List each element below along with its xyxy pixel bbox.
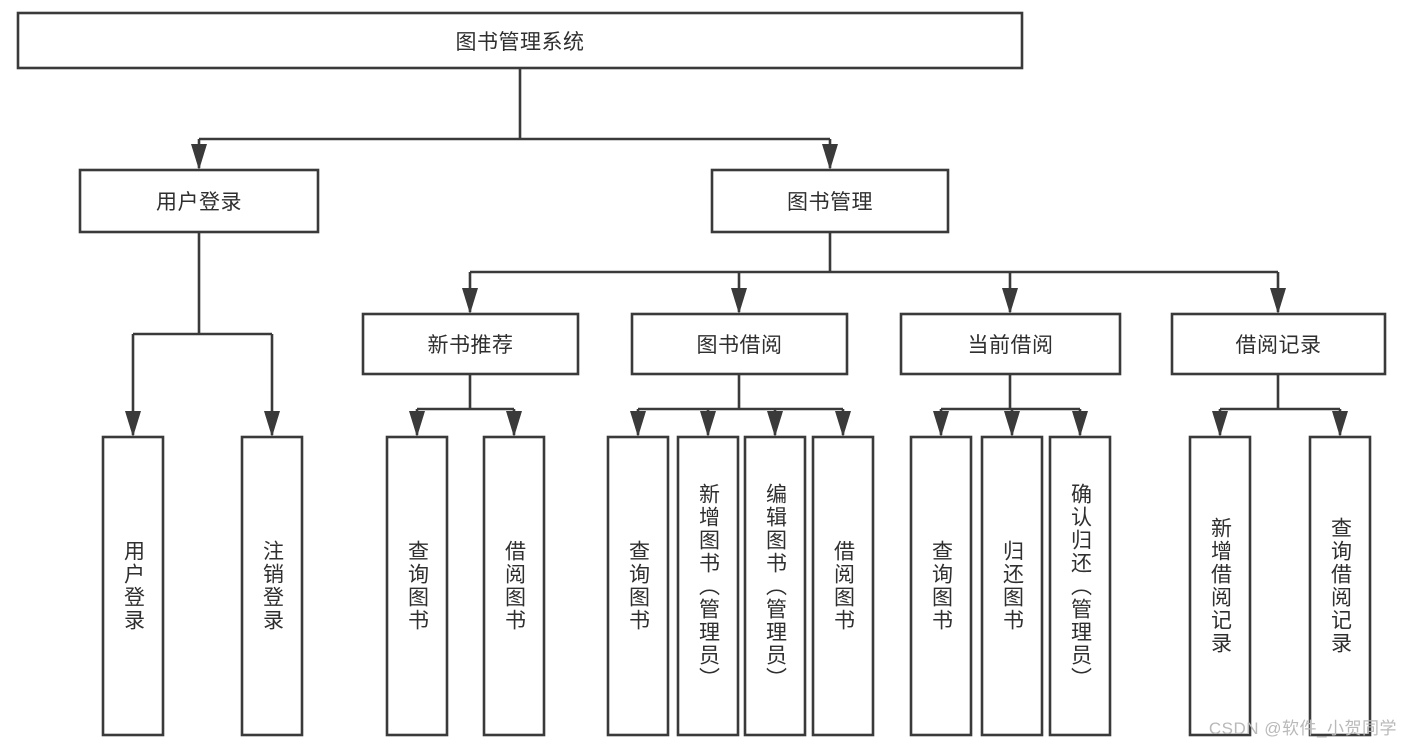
arrow-head-icon [125,411,141,437]
arrow-head-icon [264,411,280,437]
root-node-box-0[interactable] [16,11,1024,70]
leaf-node-box-4[interactable] [606,435,670,737]
leaf-node-box-3[interactable] [482,435,546,737]
arrow-head-icon [1212,411,1228,437]
arrow-head-icon [731,288,747,314]
arrow-head-icon [1002,288,1018,314]
arrow-head-icon [933,411,949,437]
leaf-node-box-2[interactable] [385,435,449,737]
leaf-node-box-9[interactable] [980,435,1044,737]
leaf-node-box-0[interactable] [101,435,165,737]
arrow-head-icon [191,144,207,170]
arrow-head-icon [822,144,838,170]
arrow-head-icon [767,411,783,437]
level2-node-box-1[interactable] [710,168,950,234]
arrow-head-icon [1332,411,1348,437]
arrow-head-icon [462,288,478,314]
leaf-node-box-7[interactable] [811,435,875,737]
leaf-node-box-5[interactable] [676,435,740,737]
level2-node-box-0[interactable] [78,168,320,234]
level3-node-box-2[interactable] [899,312,1122,376]
leaf-node-box-12[interactable] [1308,435,1372,737]
arrow-head-icon [409,411,425,437]
leaf-node-box-10[interactable] [1048,435,1112,737]
edges-layer [125,68,1348,437]
leaf-node-box-1[interactable] [240,435,304,737]
boxes-layer [16,11,1387,737]
arrow-head-icon [1004,411,1020,437]
arrow-head-icon [1072,411,1088,437]
arrow-head-icon [1270,288,1286,314]
leaf-node-box-11[interactable] [1188,435,1252,737]
arrow-head-icon [630,411,646,437]
arrow-head-icon [506,411,522,437]
leaf-node-box-6[interactable] [743,435,807,737]
level3-node-box-0[interactable] [361,312,580,376]
arrow-head-icon [835,411,851,437]
leaf-node-box-8[interactable] [909,435,973,737]
level3-node-box-1[interactable] [630,312,849,376]
level3-node-box-3[interactable] [1170,312,1387,376]
arrow-head-icon [700,411,716,437]
